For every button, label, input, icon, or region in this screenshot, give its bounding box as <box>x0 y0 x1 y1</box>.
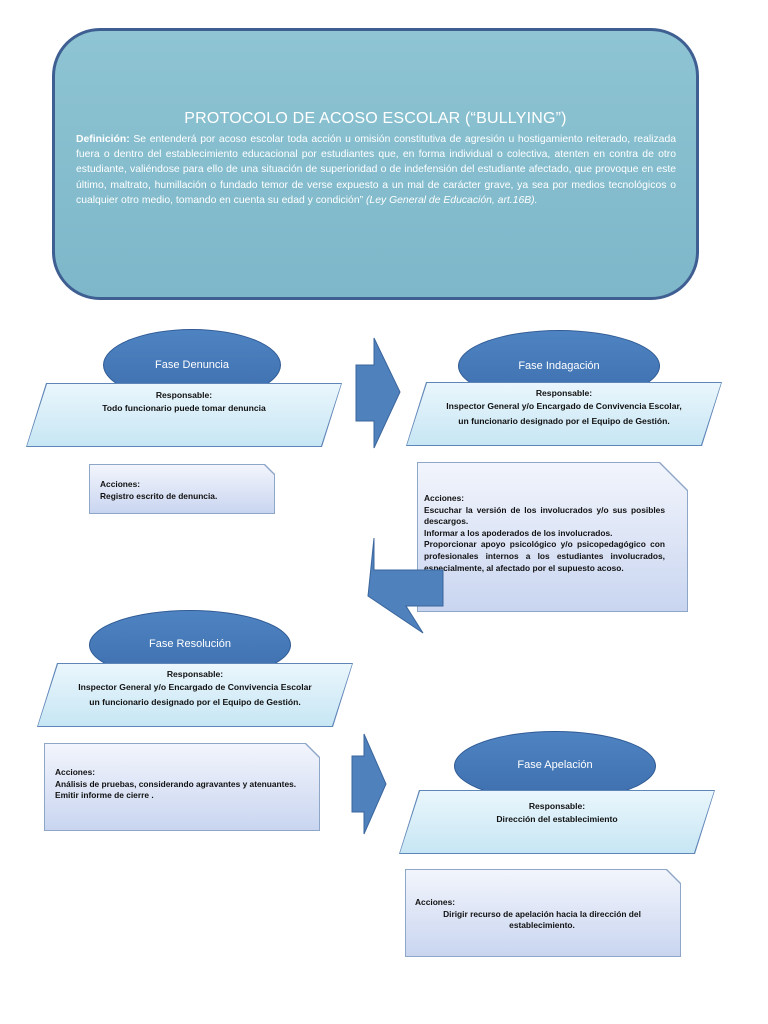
responsible-line: un funcionario designado por el Equipo d… <box>89 697 301 707</box>
actions-line: Emitir informe de cierre . <box>55 790 154 801</box>
actions-label: Acciones: <box>55 767 96 777</box>
definition-header-box: PROTOCOLO DE ACOSO ESCOLAR (“BULLYING”) … <box>52 28 699 300</box>
actions-line: Registro escrito de denuncia. <box>100 490 218 501</box>
actions-line: Proporcionar apoyo psicológico y/o psico… <box>424 539 665 550</box>
actions-line: Dirigir recurso de apelación hacia la di… <box>443 908 641 919</box>
arrow-right-icon <box>351 733 387 835</box>
phase-indagacion-responsible-box: Responsable: Inspector General y/o Encar… <box>406 382 722 446</box>
phase-apelacion-responsible-box: Responsable: Dirección del establecimien… <box>399 790 715 854</box>
phase-resolucion-responsible-box: Responsable: Inspector General y/o Encar… <box>37 663 353 727</box>
definition-paragraph: Definición: Se entenderá por acoso escol… <box>76 132 676 208</box>
responsible-label: Responsable: <box>155 390 213 400</box>
actions-label: Acciones: <box>100 479 141 489</box>
actions-line: profesionales internos a los estudiantes… <box>424 550 665 561</box>
arrow-down-left-icon <box>367 537 444 634</box>
actions-line: establecimiento. <box>509 920 575 931</box>
phase-resolucion-actions-box: Acciones: Análisis de pruebas, considera… <box>44 743 320 831</box>
page-title: PROTOCOLO DE ACOSO ESCOLAR (“BULLYING”) <box>184 110 567 127</box>
phase-denuncia-responsible-box: Responsable: Todo funcionario puede toma… <box>26 383 342 447</box>
arrow-right-icon <box>355 337 401 449</box>
actions-line: especialmente, al afectado por el supues… <box>424 562 624 573</box>
actions-line: Análisis de pruebas, considerando agrava… <box>55 778 297 789</box>
actions-label: Acciones: <box>424 493 465 503</box>
phase-denuncia-actions-box: Acciones: Registro escrito de denuncia. <box>89 464 275 514</box>
phase-apelacion-actions-box: Acciones: Dirigir recurso de apelación h… <box>405 869 681 957</box>
actions-line: Escuchar la versión de los involucrados … <box>424 504 665 515</box>
phase-indagacion-actions-box: Acciones: Escuchar la versión de los inv… <box>417 462 688 612</box>
definition-label: Definición: <box>76 134 130 145</box>
responsible-label: Responsable: <box>535 388 593 398</box>
phase-apelacion-title: Fase Apelación <box>517 759 593 771</box>
phase-denuncia-title: Fase Denuncia <box>155 359 229 371</box>
responsible-line: Inspector General y/o Encargado de Convi… <box>78 681 312 692</box>
responsible-label: Responsable: <box>166 669 224 679</box>
responsible-label: Responsable: <box>528 801 586 811</box>
phase-resolucion-title: Fase Resolución <box>149 638 231 650</box>
definition-citation: (Ley General de Educación, art.16B). <box>365 194 538 206</box>
actions-line: Informar a los apoderados de los involuc… <box>424 527 613 538</box>
definition-text: Se entenderá por acoso escolar toda acci… <box>76 134 677 206</box>
responsible-line: Todo funcionario puede tomar denuncia <box>102 402 266 413</box>
phase-apelacion-ellipse: Fase Apelación <box>454 731 656 801</box>
actions-line: descargos. <box>424 516 469 527</box>
responsible-line: un funcionario designado por el Equipo d… <box>458 416 670 426</box>
phase-indagacion-title: Fase Indagación <box>518 360 600 372</box>
responsible-line: Inspector General y/o Encargado de Convi… <box>446 400 682 411</box>
actions-label: Acciones: <box>415 897 456 907</box>
responsible-line: Dirección del establecimiento <box>496 813 618 824</box>
